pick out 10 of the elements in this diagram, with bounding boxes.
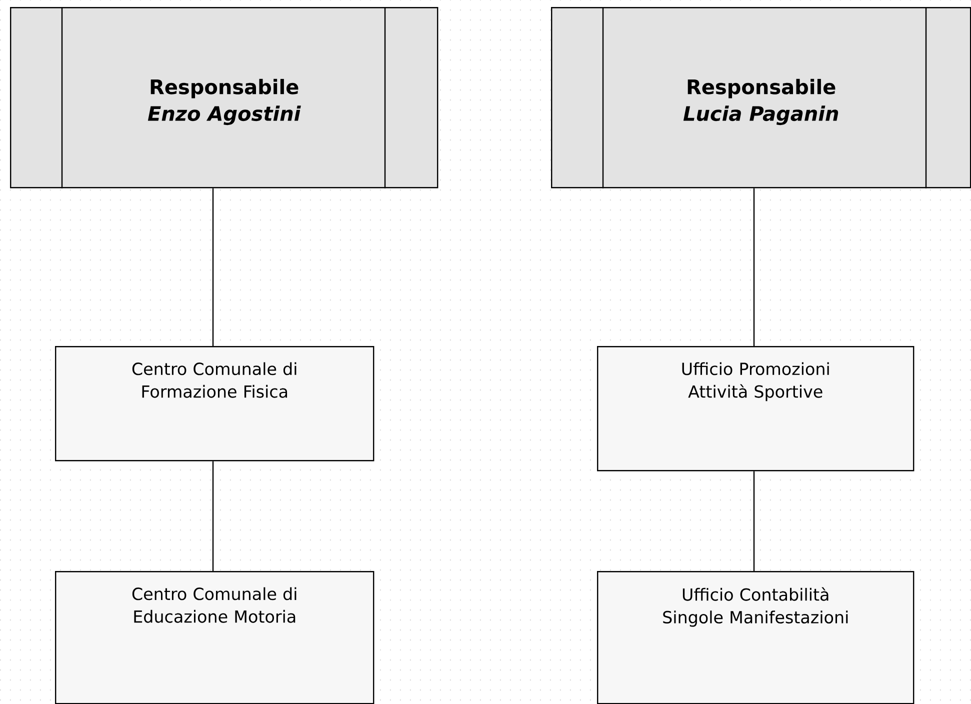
- connector-line: [212, 461, 214, 571]
- org-box: Centro Comunale di Formazione Fisica: [55, 346, 374, 462]
- org-box: Ufficio Contabilità Singole Manifestazioni: [597, 571, 914, 704]
- org-box: Responsabile Lucia Paganin: [551, 7, 971, 188]
- org-box: Centro Comunale di Educazione Motoria: [55, 571, 374, 704]
- connector-line: [753, 188, 755, 346]
- connector-line: [212, 188, 214, 346]
- org-box: Ufficio Promozioni Attività Sportive: [597, 346, 914, 472]
- connector-line: [753, 471, 755, 571]
- org-box: Responsabile Enzo Agostini: [10, 7, 438, 188]
